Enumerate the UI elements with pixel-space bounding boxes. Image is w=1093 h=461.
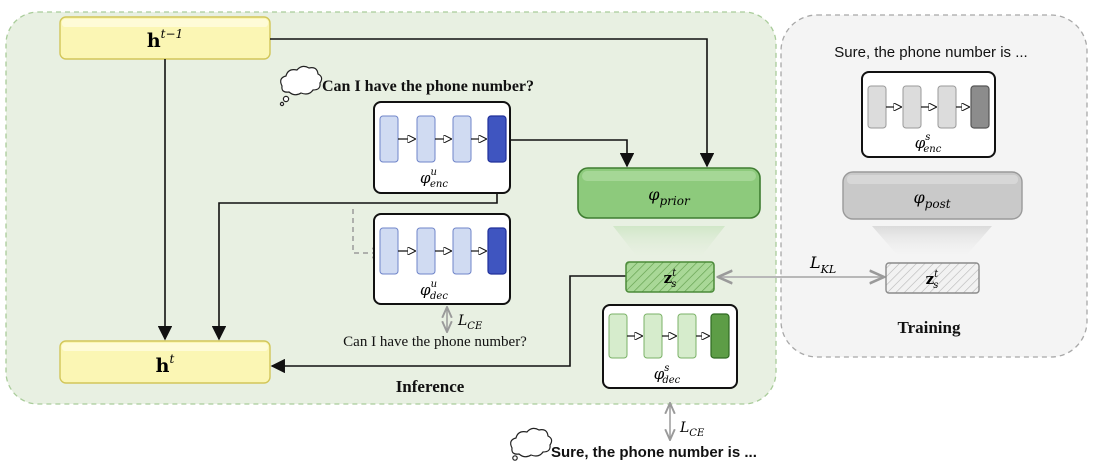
inference-panel — [5, 11, 777, 405]
svg-text:zts: zts — [664, 268, 678, 290]
ce-loss-system-sub: CE — [689, 428, 705, 439]
kl-loss-sub: KL — [820, 263, 837, 276]
user-decoder-label-sup: u — [431, 279, 437, 290]
posterior-label-sub: post — [925, 197, 951, 211]
system-decoder-label-base: φ — [654, 365, 665, 383]
prior-label-sub: prior — [659, 194, 690, 208]
prior-network: φprior — [577, 167, 761, 219]
svg-text:LCE: LCE — [457, 313, 483, 332]
current-state-base: h — [156, 355, 170, 377]
system-encoder-label-base: φ — [915, 134, 926, 152]
svg-text:φpost: φpost — [913, 188, 950, 211]
system-decoder-label-sub: dec — [662, 375, 680, 386]
posterior-label-base: φ — [913, 188, 925, 207]
prev-state-sup: t−1 — [161, 27, 184, 41]
user-encoder-label-sub: enc — [430, 179, 448, 190]
current-state-sup: t — [170, 352, 175, 366]
system-encoder-label-sub: enc — [923, 144, 941, 155]
prev-state-box: ht−1 — [59, 16, 271, 60]
system-thought-bubble-icon — [510, 427, 553, 461]
user-decoder-label-sub: dec — [430, 291, 448, 302]
training-latent-sub: s — [933, 280, 938, 291]
inference-label: Inference — [396, 377, 465, 396]
training-latent-sup: t — [934, 269, 939, 280]
svg-text:zts: zts — [926, 269, 940, 291]
arrow-latent-to-curr — [270, 275, 626, 374]
training-label: Training — [898, 318, 961, 337]
user-encoder-label-base: φ — [420, 169, 431, 187]
system-decoder-label-sup: s — [664, 363, 669, 374]
inference-latent-base: z — [664, 269, 673, 287]
arrow-prev-to-prior — [270, 38, 715, 168]
training-latent-base: z — [926, 270, 935, 288]
kl-loss-base: L — [809, 253, 821, 272]
ce-loss-user-sub: CE — [467, 321, 483, 332]
system-output-text: Sure, the phone number is ... — [551, 444, 757, 461]
svg-text:LKL: LKL — [809, 253, 836, 276]
inference-latent-sub: s — [671, 279, 676, 290]
user-decoder-label-base: φ — [420, 281, 431, 299]
user-reconstruction: Can I have the phone number? — [343, 334, 527, 350]
svg-text:ht: ht — [156, 352, 175, 377]
thought-bubble-icon — [279, 65, 323, 107]
ce-loss-user-base: L — [457, 313, 467, 329]
svg-text:ht−1: ht−1 — [147, 27, 183, 52]
user-encoder-label-sup: u — [431, 167, 437, 178]
training-system-text: Sure, the phone number is ... — [834, 44, 1027, 61]
ce-loss-system-base: L — [679, 420, 689, 436]
prior-output-trapezoid — [613, 226, 725, 258]
svg-text:LCE: LCE — [679, 420, 705, 439]
prev-state-base: h — [147, 30, 161, 52]
system-encoder-label-sup: s — [925, 132, 930, 143]
prior-label-base: φ — [648, 185, 660, 204]
inference-latent-sup: t — [672, 268, 677, 279]
current-state-box: ht — [59, 340, 271, 384]
arrow-enc-to-prior — [506, 139, 635, 168]
posterior-output-trapezoid — [872, 226, 992, 257]
user-utterance: Can I have the phone number? — [322, 78, 534, 95]
posterior-network: φpost — [842, 171, 1023, 220]
svg-text:φprior: φprior — [648, 185, 691, 208]
